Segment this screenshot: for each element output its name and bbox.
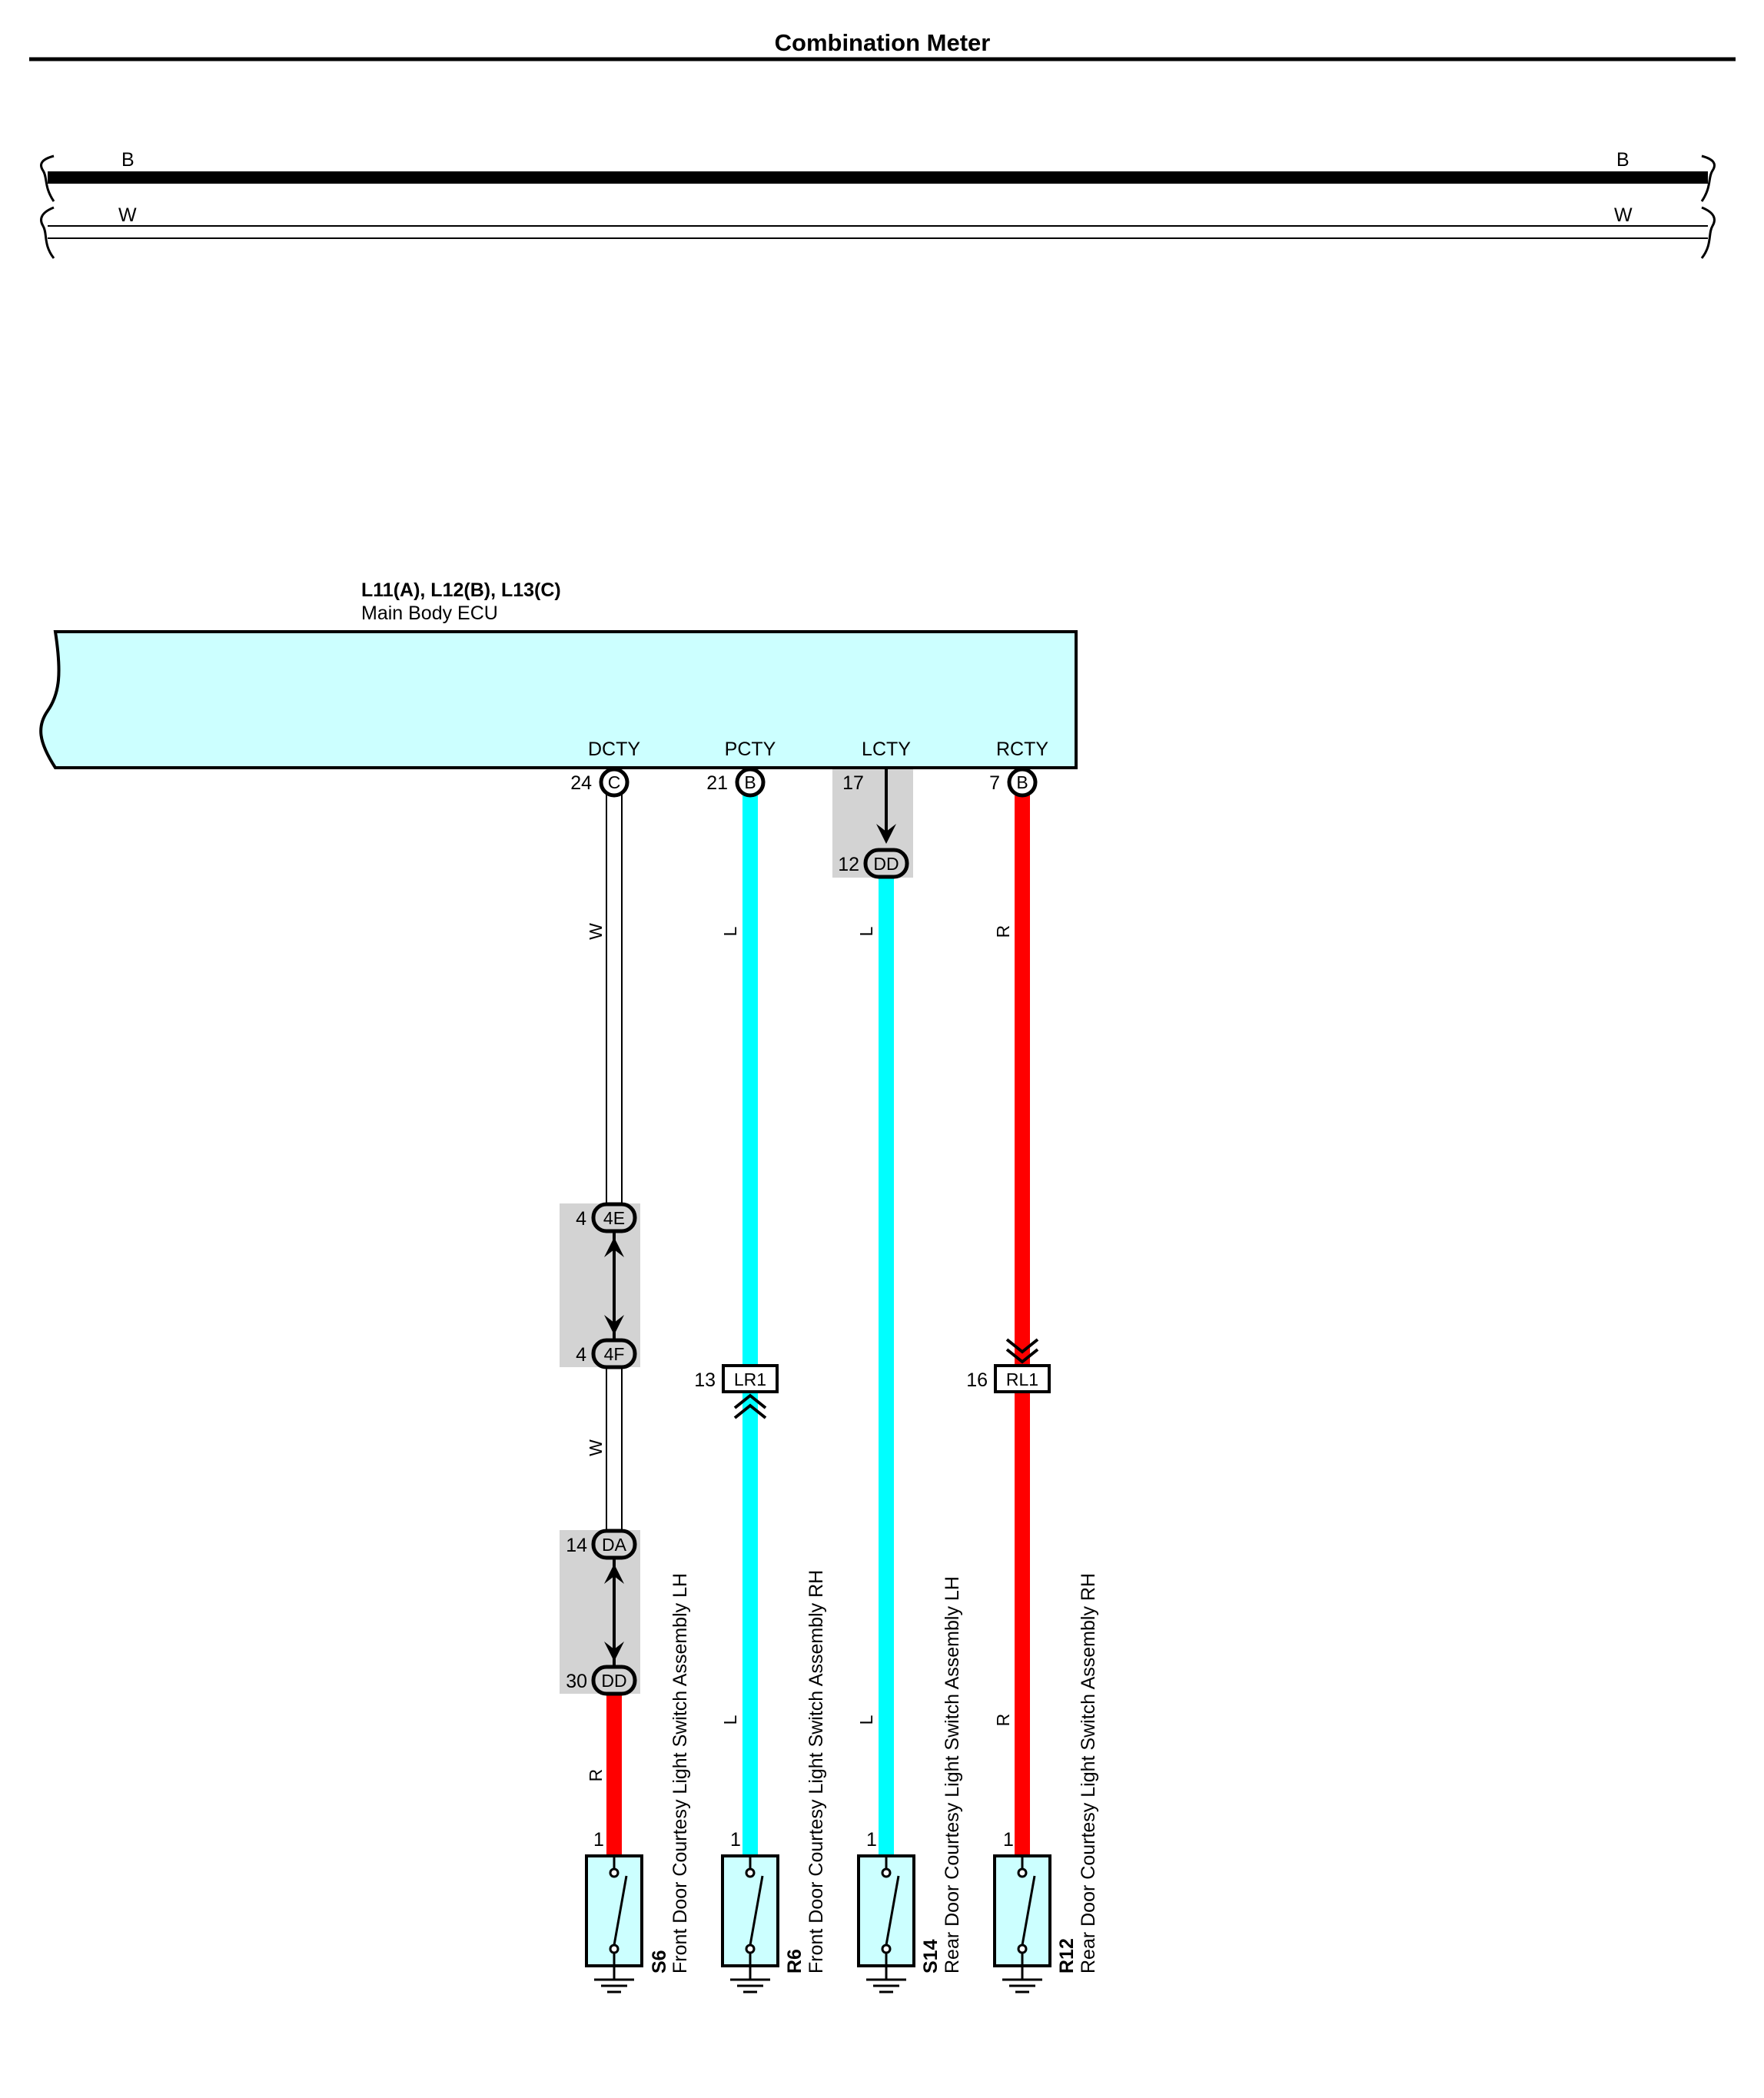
bus-break-left [40,154,55,259]
switch-s6-id: S6 [649,1950,670,1974]
wire-dcty [604,795,624,1856]
connector-lr1: LR1 13 [694,1364,779,1393]
connector-dd-upper: DD 12 [838,848,909,879]
connector-lr1-pin: 13 [694,1369,716,1391]
terminal-rcty-label: RCTY [996,739,1048,760]
switch-r12-pin: 1 [1003,1829,1014,1851]
wire-color-dcty-lower: R [586,1769,606,1782]
connector-4e: 4E 4 [576,1202,637,1233]
switch-s14-pin: 1 [866,1829,877,1851]
wire-pcty [733,795,767,1856]
ground-icon [865,1964,908,1993]
wire-rcty [1005,795,1039,1856]
bus-wire-b: B B [48,149,1708,184]
connector-4e-pin: 4 [576,1208,586,1230]
switch-s6-pin: 1 [593,1829,604,1851]
switch-r12-id: R12 [1056,1938,1078,1974]
connector-da: DA 14 [566,1529,637,1560]
terminal-dcty-label: DCTY [588,739,640,760]
main-body-ecu [39,630,1078,769]
pin-dcty-number: 24 [570,772,592,794]
pin-dcty-conn: C [608,772,621,792]
connector-4f-id: 4F [604,1344,625,1364]
connector-dd-lower-pin: 30 [566,1671,587,1692]
wire-color-pcty-upper: L [720,926,740,936]
pin-pcty: B 21 [706,767,766,798]
connector-4f: 4F 4 [576,1338,637,1369]
wire-lcty [876,769,896,1856]
wire-color-dcty-upper: W [586,923,606,940]
connector-rl1-id: RL1 [1006,1369,1038,1389]
connector-4f-pin: 4 [576,1344,586,1366]
ground-icon [593,1964,636,1993]
switch-s6-name: Front Door Courtesy Light Switch Assembl… [669,1573,691,1974]
switch-s14-name: Rear Door Courtesy Light Switch Assembly… [942,1576,963,1974]
ecu-connector-ids: L11(A), L12(B), L13(C) [361,579,561,601]
page-title: Combination Meter [775,29,991,56]
wire-color-lcty-upper: L [856,926,876,936]
bus-wire-b-label-left: B [121,149,135,171]
switch-r12-name: Rear Door Courtesy Light Switch Assembly… [1078,1573,1099,1974]
wire-color-pcty-lower: L [720,1715,740,1725]
pin-rcty-conn: B [1016,772,1028,792]
bus-wire-w: W W [48,204,1708,239]
connector-rl1: RL1 16 [966,1364,1051,1393]
wire-color-rcty-upper: R [993,925,1013,938]
ground-icon [1001,1964,1044,1993]
connector-dd-upper-id: DD [873,854,899,874]
connector-4e-id: 4E [603,1208,625,1228]
pin-pcty-number: 21 [706,772,728,794]
connector-dd-lower-id: DD [601,1671,626,1691]
wire-color-lcty-lower: L [856,1715,876,1725]
connector-rl1-pin: 16 [966,1369,988,1391]
switch-s14-id: S14 [920,1939,942,1974]
wire-color-dcty-middle: W [586,1439,606,1456]
ground-icon [729,1964,772,1993]
pin-lcty-number: 17 [842,772,864,794]
switch-r12: 1 R12 Rear Door Courtesy Light Switch As… [993,1573,1099,1993]
connector-dd-upper-pin: 12 [838,854,859,875]
switch-r6-id: R6 [784,1949,806,1974]
pin-rcty-number: 7 [989,772,1000,794]
connector-da-pin: 14 [566,1535,587,1556]
bus-break-right [1700,154,1716,259]
switch-s14: 1 S14 Rear Door Courtesy Light Switch As… [857,1576,963,1993]
connector-lr1-id: LR1 [734,1369,766,1389]
terminal-pcty-label: PCTY [725,739,776,760]
bus-wire-w-label-right: W [1614,204,1633,226]
switch-s6: 1 S6 Front Door Courtesy Light Switch As… [585,1573,691,1993]
switch-r6: 1 R6 Front Door Courtesy Light Switch As… [721,1570,827,1993]
pin-dcty: C 24 [570,767,630,798]
ecu-name: Main Body ECU [361,603,498,624]
wire-color-rcty-lower: R [993,1714,1013,1727]
switch-r6-pin: 1 [730,1829,741,1851]
bus-wire-b-label-right: B [1616,149,1629,171]
connector-da-id: DA [602,1535,627,1555]
switch-r6-name: Front Door Courtesy Light Switch Assembl… [806,1570,827,1974]
pin-pcty-conn: B [744,772,756,792]
pin-rcty: B 7 [989,767,1038,798]
bus-wire-w-label-left: W [118,204,137,226]
connector-dd-lower: DD 30 [566,1665,637,1696]
terminal-lcty-label: LCTY [862,739,911,760]
